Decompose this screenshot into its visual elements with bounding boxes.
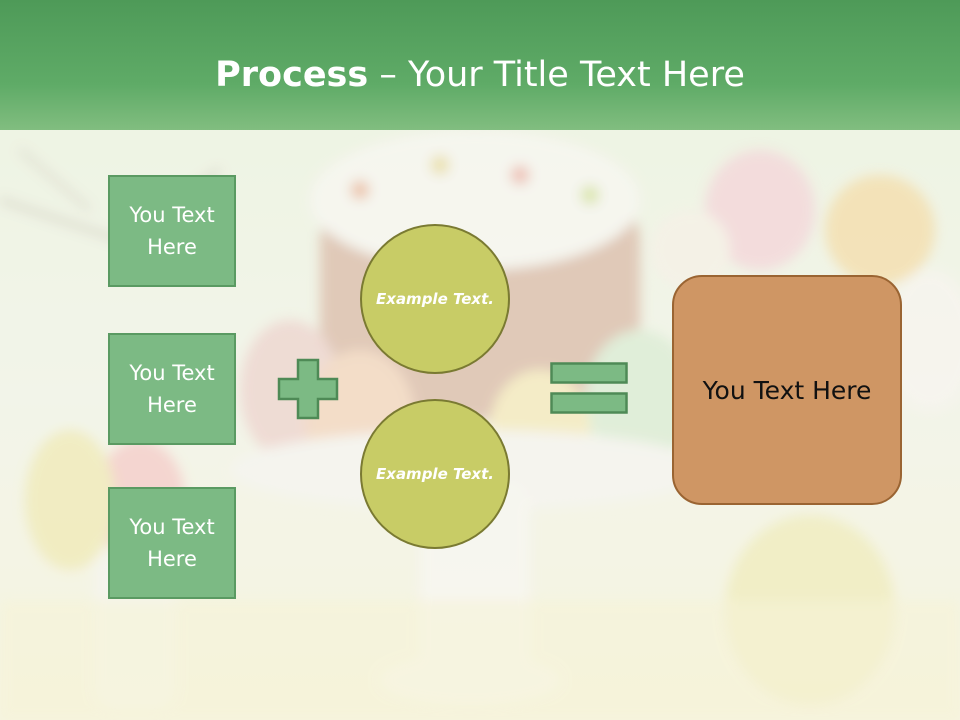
equals-icon [550, 362, 628, 414]
example-circle-1[interactable]: Example Text. [360, 224, 510, 374]
plus-icon [277, 358, 339, 420]
title-bar [0, 0, 960, 130]
title-rest: – Your Title Text Here [368, 55, 745, 95]
title-bold: Process [215, 55, 369, 95]
result-box[interactable]: You Text Here [672, 275, 902, 505]
slide-title: Process – Your Title Text Here [0, 52, 960, 98]
text-box-3[interactable]: You Text Here [108, 487, 236, 599]
example-circle-2[interactable]: Example Text. [360, 399, 510, 549]
text-box-2[interactable]: You Text Here [108, 333, 236, 445]
text-box-1[interactable]: You Text Here [108, 175, 236, 287]
